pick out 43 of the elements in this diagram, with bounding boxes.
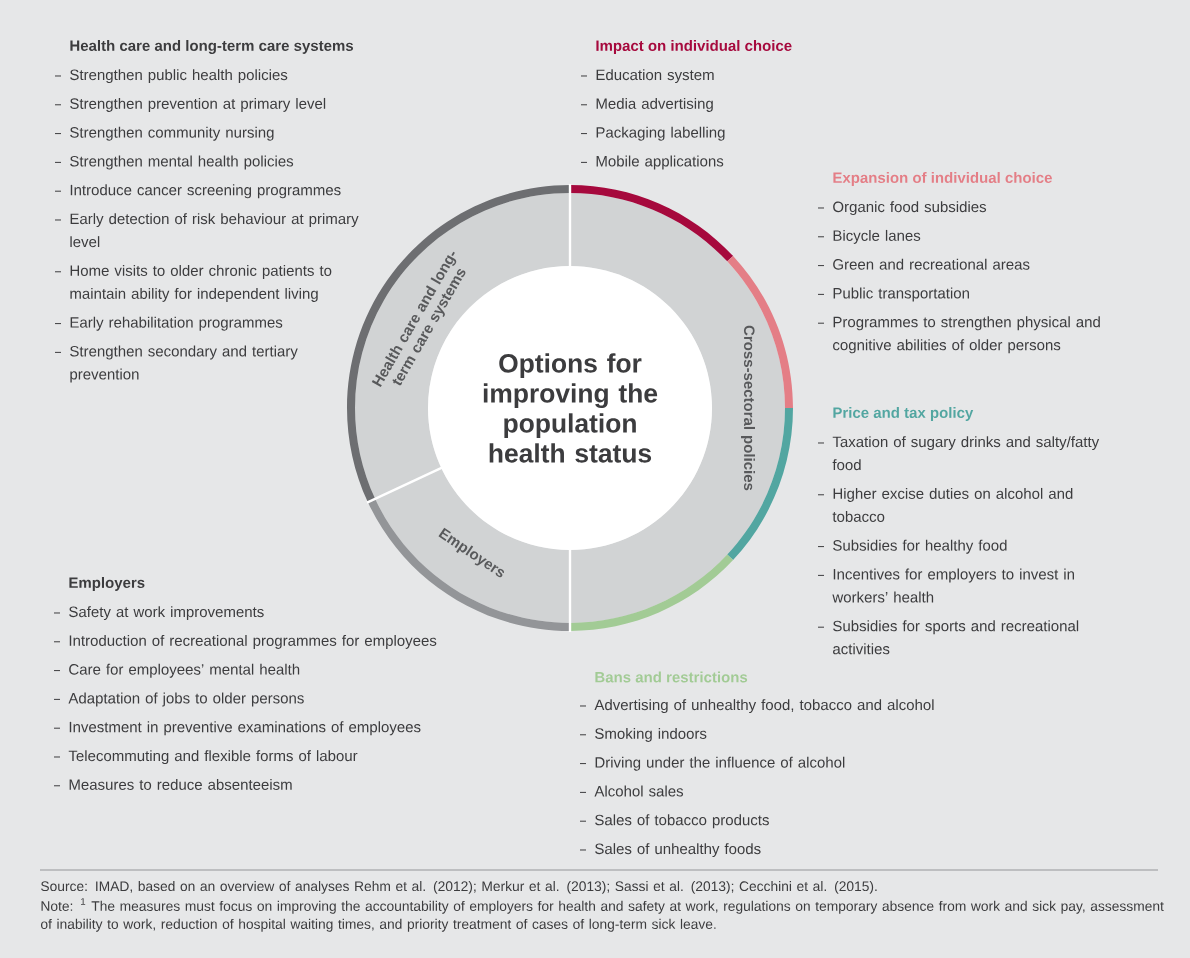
footnote: Source: IMAD, based on an overview of analyses Rehm et al. (2012); Merkur et al. (2013); Sassi et al. (2013); Cecchini et al. (2015). xyxy=(41,881,877,894)
list-item: Sales of tobacco products xyxy=(579,814,769,829)
list-item: Subsidies for healthy food xyxy=(817,539,1007,554)
list-item: Packaging labelling xyxy=(580,126,725,141)
list-item: Alcohol sales xyxy=(579,785,684,797)
list-item: Advertising of unhealthy food, tobacco and alcohol xyxy=(579,699,934,714)
list-heading: Expansion of individual choice xyxy=(833,172,1052,186)
list-item: Introduce cancer screening programmes xyxy=(54,184,341,199)
list-item: Media advertising xyxy=(580,97,713,112)
list-item: Home visits to older chronic patients to maintain ability for independent living xyxy=(54,264,332,302)
list-item: Public transportation xyxy=(817,287,969,302)
list-item: Mobile applications xyxy=(580,155,724,170)
list-item: Driving under the influence of alcohol xyxy=(579,756,845,771)
list-item: Adaptation of jobs to older persons xyxy=(53,692,304,707)
list-item: Taxation of sugary drinks and salty/fatty food xyxy=(817,436,1100,471)
list-item: Programmes to strengthen physical and cognitive abilities of older persons xyxy=(817,316,1100,354)
list-item: Sales of unhealthy foods xyxy=(579,843,761,858)
list-item: Bicycle lanes xyxy=(817,229,921,244)
list-item: Early rehabilitation programmes xyxy=(54,316,283,331)
list-item: Organic food subsidies xyxy=(817,201,987,216)
list-item: Smoking indoors xyxy=(579,727,707,742)
list-heading: Impact on individual choice xyxy=(596,40,792,54)
list-item: Education system xyxy=(580,69,714,84)
list-item: Strengthen prevention at primary level xyxy=(54,97,326,112)
footnote: Note: $^{1}$ The measures must focus on improving the accountability of employers for health and safety at work, regulations on temporary absence from work and sick pay, assessment of inability to work, reduction of hospital waiting times, and priority treatment of cases of long-term sick leave. xyxy=(40,898,1164,932)
list-item: Strengthen public health policies xyxy=(54,69,288,84)
list-heading: Health care and long-term care systems xyxy=(70,40,354,54)
list-heading: Bans and restrictions xyxy=(595,671,748,683)
list-item: Investment in preventive examinations of employees xyxy=(53,721,421,736)
list-item: Safety at work improvements xyxy=(53,606,264,621)
list-item: Care for employees’ mental health xyxy=(53,663,300,678)
list-heading: Price and tax policy xyxy=(833,407,974,421)
list-item: Telecommuting and flexible forms of labour xyxy=(53,750,358,765)
list-heading: Employers xyxy=(69,577,145,591)
list-item: Strengthen community nursing xyxy=(54,126,274,141)
list-item: Green and recreational areas xyxy=(817,258,1030,270)
list-item: Strengthen mental health policies xyxy=(54,155,294,170)
list-item: Strengthen secondary and tertiary prevention xyxy=(54,345,298,383)
list-item: Introduction of recreational programmes for employees xyxy=(53,634,437,649)
list-item: Incentives for employers to invest in workers’ health xyxy=(817,568,1074,603)
list-item: Measures to reduce absenteeism xyxy=(53,778,292,790)
list-item: Higher excise duties on alcohol and tobacco xyxy=(817,487,1073,522)
list-item: Subsidies for sports and recreational activities xyxy=(817,620,1079,655)
